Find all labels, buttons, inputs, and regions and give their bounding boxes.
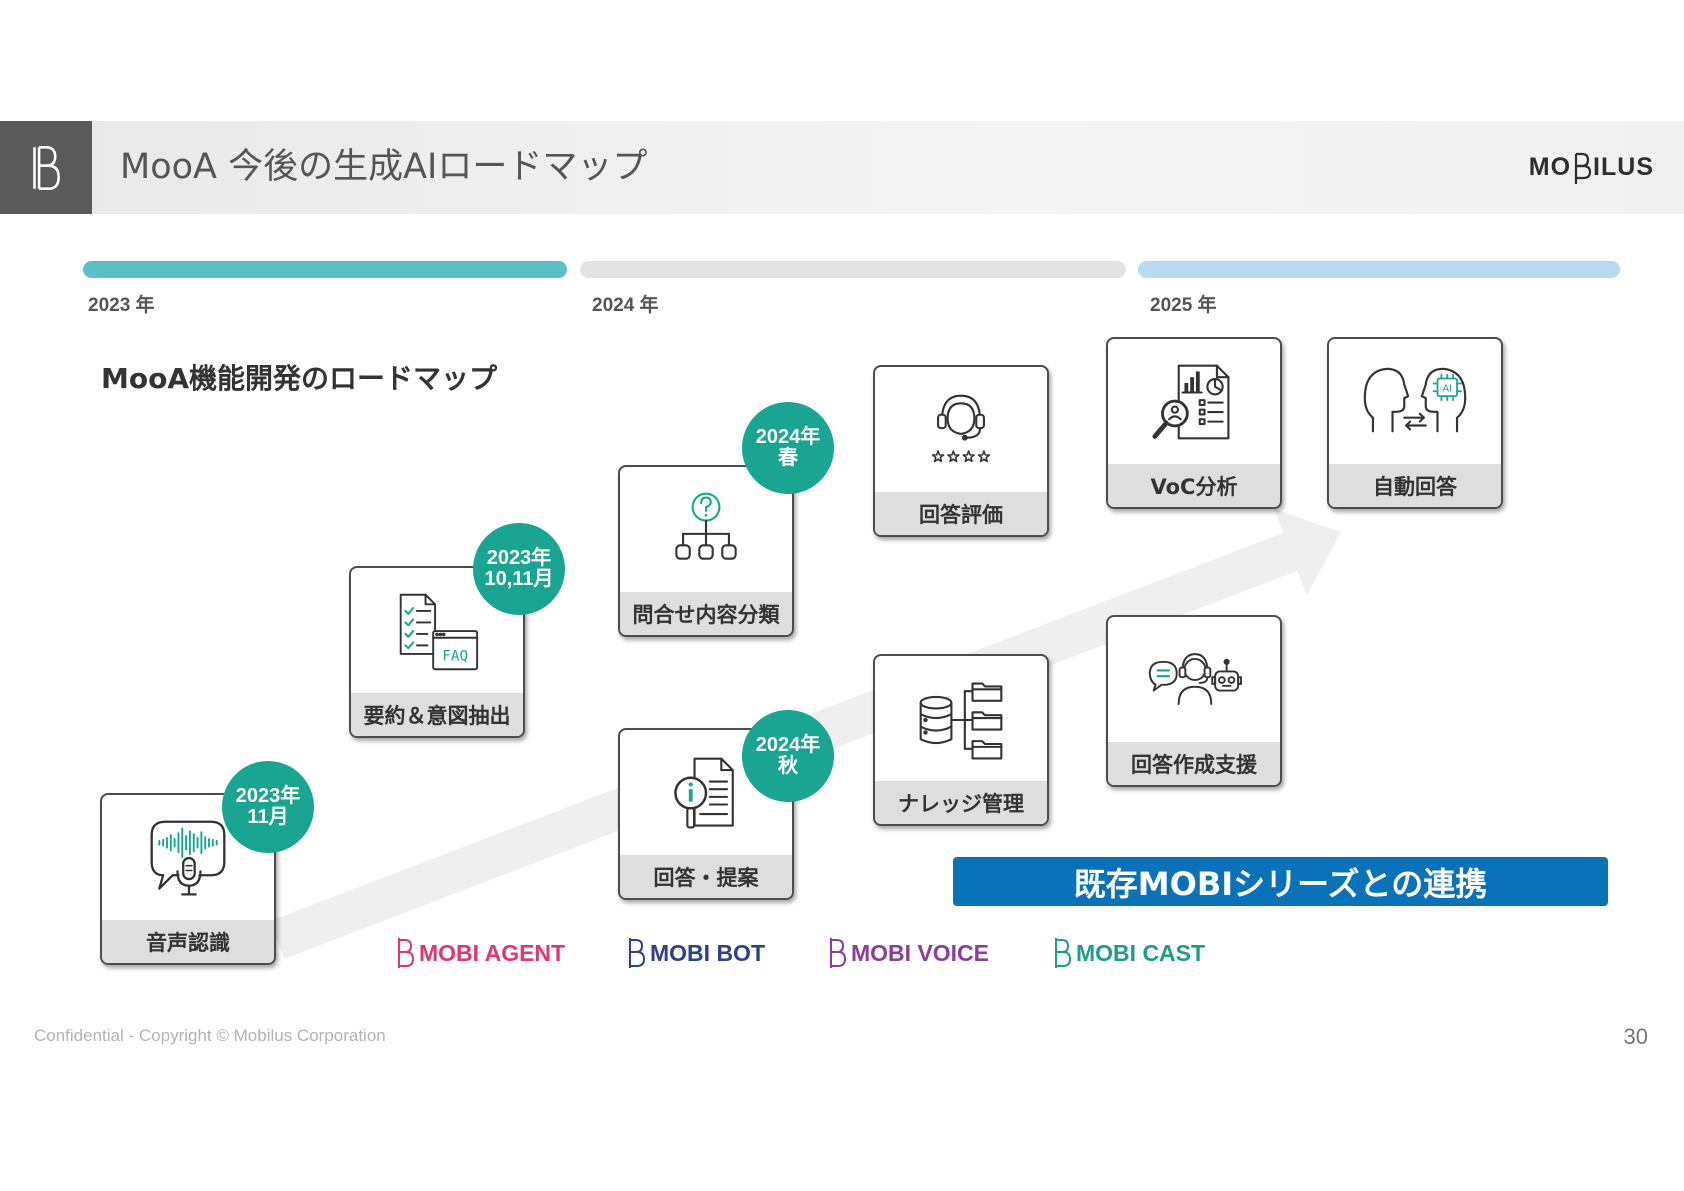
mobi-b-icon <box>398 938 414 968</box>
card-label: 要約＆意図抽出 <box>363 703 511 728</box>
checklist-faq-icon: FAQ <box>399 593 479 670</box>
release-badge: 2024年 春 <box>742 402 834 494</box>
product-mobi-agent: MOBI AGENT <box>395 936 565 970</box>
card-icon-area <box>1108 617 1280 744</box>
mobi-series-banner: 既存MOBIシリーズとの連携 <box>953 857 1608 906</box>
timeline-year-2024: 2024 年 <box>592 295 659 316</box>
release-badge: 2023年 11月 <box>222 761 314 853</box>
card-icon-area <box>875 367 1047 494</box>
product-name: MOBI CAST <box>1076 939 1206 966</box>
card-icon-area <box>1108 339 1280 466</box>
badge-year: 2024年 <box>755 734 821 756</box>
headset-rating-icon <box>931 394 991 462</box>
card-knowledge-management: ナレッジ管理 <box>873 654 1049 826</box>
card-label-band: 要約＆意図抽出 <box>351 693 523 736</box>
badge-year: 2023年 <box>235 785 301 807</box>
mobilus-b-icon <box>33 145 60 190</box>
badge-period: 10,11月 <box>484 568 554 590</box>
logo-b-icon <box>1574 152 1592 184</box>
product-mobi-bot: MOBI BOT <box>626 936 765 970</box>
logo-prefix: MO <box>1528 153 1572 181</box>
card-label-band: 問合せ内容分類 <box>620 592 792 635</box>
section-subtitle: MooA機能開発のロードマップ <box>101 362 498 395</box>
banner-text: 既存MOBIシリーズとの連携 <box>1073 864 1488 903</box>
card-voc-analysis: VoC分析 <box>1106 337 1282 509</box>
badge-year: 2024年 <box>755 426 821 448</box>
product-name: MOBI AGENT <box>419 939 566 966</box>
info-document-icon <box>674 757 734 828</box>
card-label: 回答評価 <box>919 502 1003 527</box>
footer-copyright: Confidential - Copyright © Mobilus Corpo… <box>34 1026 386 1045</box>
card-label: 音声認識 <box>146 930 230 955</box>
card-label-band: 自動回答 <box>1329 464 1501 507</box>
product-name: MOBI BOT <box>650 939 765 966</box>
card-icon-area <box>875 656 1047 783</box>
timeline-bar-2023 <box>83 261 567 278</box>
mobi-b-icon <box>830 938 846 968</box>
card-answer-evaluation: 回答評価 <box>873 365 1049 537</box>
card-label: 問合せ内容分類 <box>632 602 780 627</box>
voice-recognition-icon <box>150 820 226 896</box>
card-icon-area: AI <box>1329 339 1501 466</box>
timeline-bar-2024 <box>580 261 1126 278</box>
faq-text: FAQ <box>442 648 468 664</box>
product-mobi-voice: MOBI VOICE <box>827 936 989 970</box>
logo-suffix: ILUS <box>1593 153 1654 181</box>
timeline-bar-2025 <box>1138 261 1620 278</box>
release-badge: 2023年 10,11月 <box>473 523 565 615</box>
card-auto-answer: AI 自動回答 <box>1327 337 1503 509</box>
question-hierarchy-icon <box>675 492 737 560</box>
card-label-band: 回答作成支援 <box>1108 742 1280 785</box>
card-label: ナレッジ管理 <box>898 791 1024 816</box>
card-label-band: ナレッジ管理 <box>875 781 1047 824</box>
card-label: 回答・提案 <box>653 865 759 890</box>
mobi-b-icon <box>1055 938 1071 968</box>
card-label: 回答作成支援 <box>1131 752 1257 777</box>
timeline-year-2023: 2023 年 <box>88 295 155 316</box>
badge-period: 11月 <box>247 806 289 828</box>
badge-year: 2023年 <box>486 547 552 569</box>
mobilus-logo: MO ILUS <box>1529 121 1654 214</box>
chat-agent-robot-icon <box>1148 652 1242 705</box>
database-folders-icon <box>919 681 1003 759</box>
badge-period: 秋 <box>778 755 798 777</box>
card-label-band: 音声認識 <box>102 920 274 963</box>
card-label: 自動回答 <box>1373 474 1457 499</box>
brand-square <box>0 121 92 214</box>
ai-chip-text: AI <box>1442 383 1452 394</box>
card-answer-drafting-support: 回答作成支援 <box>1106 615 1282 787</box>
card-label: VoC分析 <box>1150 474 1238 499</box>
product-mobi-cast: MOBI CAST <box>1052 936 1205 970</box>
mobi-b-icon <box>629 938 645 968</box>
release-badge: 2024年 秋 <box>742 710 834 802</box>
header-bar: MooA 今後の生成AIロードマップ MO ILUS <box>0 121 1684 214</box>
product-name: MOBI VOICE <box>851 939 990 966</box>
card-label-band: VoC分析 <box>1108 464 1280 507</box>
page-number: 30 <box>1623 1024 1648 1049</box>
card-inquiry-classification: 問合せ内容分類 <box>618 465 794 637</box>
human-ai-head-icon: AI <box>1363 367 1467 432</box>
badge-period: 春 <box>778 447 798 469</box>
timeline-year-2025: 2025 年 <box>1150 295 1217 316</box>
card-label-band: 回答・提案 <box>620 855 792 898</box>
page-title: MooA 今後の生成AIロードマップ <box>120 147 648 187</box>
report-analysis-icon <box>1152 364 1230 439</box>
card-icon-area <box>102 795 274 922</box>
card-label-band: 回答評価 <box>875 492 1047 535</box>
